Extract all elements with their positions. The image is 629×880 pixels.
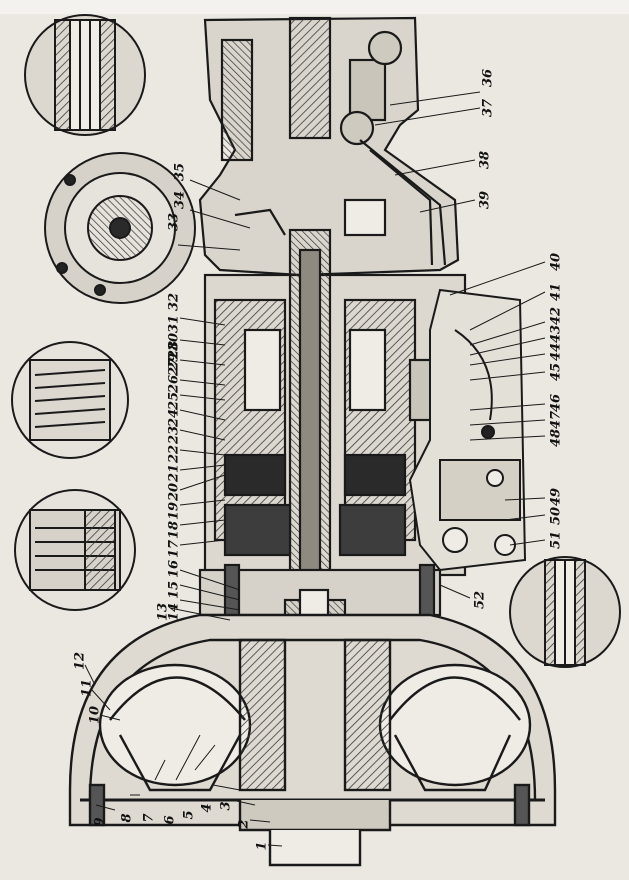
- detail-insets: [11, 14, 621, 668]
- callout-5: 5: [181, 810, 197, 820]
- page-top-strip: [0, 0, 629, 14]
- callout-12: 12: [72, 651, 88, 671]
- callout-49: 49: [548, 487, 564, 507]
- callout-35: 35: [172, 162, 188, 182]
- callout-21: 21: [166, 463, 182, 483]
- callout-47: 47: [548, 410, 564, 430]
- callout-39: 39: [477, 190, 493, 210]
- callout-41: 41: [548, 282, 564, 302]
- callout-14: 14: [166, 602, 182, 622]
- callout-45: 45: [548, 362, 564, 382]
- callout-10: 10: [87, 705, 103, 725]
- callout-16: 16: [166, 559, 182, 579]
- callout-19: 19: [166, 501, 182, 521]
- callout-18: 18: [166, 520, 182, 540]
- callout-37: 37: [480, 98, 496, 118]
- top-left-inset: [24, 14, 146, 136]
- callout-7: 7: [141, 813, 157, 823]
- torque-converter-housing: [68, 613, 557, 867]
- callout-15: 15: [166, 580, 182, 600]
- callout-51: 51: [548, 530, 564, 550]
- callout-2: 2: [236, 819, 252, 829]
- callout-26: 26: [166, 374, 182, 394]
- leader-lines: [84, 91, 546, 847]
- callout-31: 31: [166, 314, 182, 334]
- callout-25: 25: [166, 391, 182, 411]
- callout-20: 20: [166, 482, 182, 502]
- callout-1: 1: [254, 841, 270, 851]
- callout-4: 4: [199, 803, 215, 813]
- callout-43: 43: [548, 324, 564, 344]
- middle-left-inset: [11, 341, 129, 459]
- callout-11: 11: [79, 678, 95, 698]
- callout-23: 23: [166, 425, 182, 445]
- callout-42: 42: [548, 306, 564, 326]
- callout-9: 9: [92, 817, 108, 827]
- callout-24: 24: [166, 408, 182, 428]
- callout-32: 32: [166, 292, 182, 312]
- callout-40: 40: [548, 252, 564, 272]
- lower-left-inset: [14, 489, 136, 611]
- callout-17: 17: [166, 539, 182, 559]
- callout-48: 48: [548, 428, 564, 448]
- callout-36: 36: [480, 68, 496, 88]
- callout-44: 44: [548, 342, 564, 362]
- upper-left-inset: [44, 152, 196, 304]
- callout-38: 38: [477, 150, 493, 170]
- callout-46: 46: [548, 393, 564, 413]
- callout-8: 8: [119, 813, 135, 823]
- callout-3: 3: [218, 801, 234, 811]
- callout-22: 22: [166, 444, 182, 464]
- clutch-housing: [203, 228, 467, 582]
- callout-50: 50: [548, 506, 564, 526]
- lower-right-inset: [509, 556, 621, 668]
- callout-6: 6: [162, 815, 178, 825]
- callout-30: 30: [166, 332, 182, 352]
- side-valve-unit: [408, 288, 527, 572]
- upper-housing: [198, 16, 460, 277]
- callout-52: 52: [472, 590, 488, 610]
- callout-29: 29: [166, 352, 182, 372]
- callout-33: 33: [166, 212, 182, 232]
- callout-34: 34: [172, 190, 188, 210]
